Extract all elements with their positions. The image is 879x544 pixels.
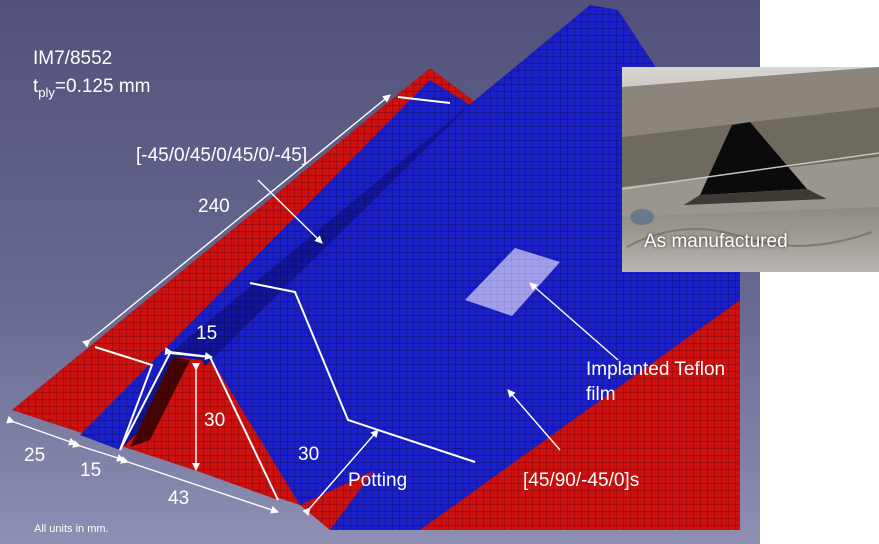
dim-length-label: 240 [198,196,230,217]
dim-line-flange [72,440,125,462]
dim-line-potting [302,429,379,516]
stringer-interior-shadow [130,357,190,447]
leader-teflon [529,282,619,361]
photo-caption: As manufactured [644,231,788,252]
dim-height-label: 30 [204,410,226,431]
potting-label: Potting [348,470,408,491]
stringer-wall-right [210,10,740,505]
leader-stringer-layup [257,179,323,244]
section-outline-far [397,96,451,104]
dim-flange-label: 15 [80,460,102,481]
dim-potting-length-label: 30 [298,444,320,465]
dim-line-240 [82,94,391,348]
skin-layup-label: [45/90/-45/0]s [523,470,640,491]
ply-thickness-value: =0.125 mm [54,76,151,97]
fe-model-drawing [6,5,740,530]
ply-thickness-symbol: t [33,76,39,97]
dim-pitch-label: 43 [168,488,190,509]
dim-line-43 [120,455,279,514]
dim-line-crown [164,347,213,361]
manufactured-photo-image [622,67,879,248]
section-outline-near [94,346,154,451]
teflon-film-patch [465,248,560,316]
leader-skin-layup [507,389,561,451]
units-note: All units in mm. [34,523,109,535]
dim-line-25 [6,415,77,446]
dim-crown-label: 15 [196,323,218,344]
manufactured-photo: As manufactured [622,67,879,272]
dim-edge-label: 25 [24,445,46,466]
material-name: IM7/8552 [33,48,113,69]
teflon-label: Implanted Teflon film [586,359,726,405]
ply-thickness-subscript: ply [38,84,55,100]
stringer-layup-label: [-45/0/45/0/45/0/-45] [136,145,308,166]
ply-thickness: tply=0.125 mm [33,76,150,101]
